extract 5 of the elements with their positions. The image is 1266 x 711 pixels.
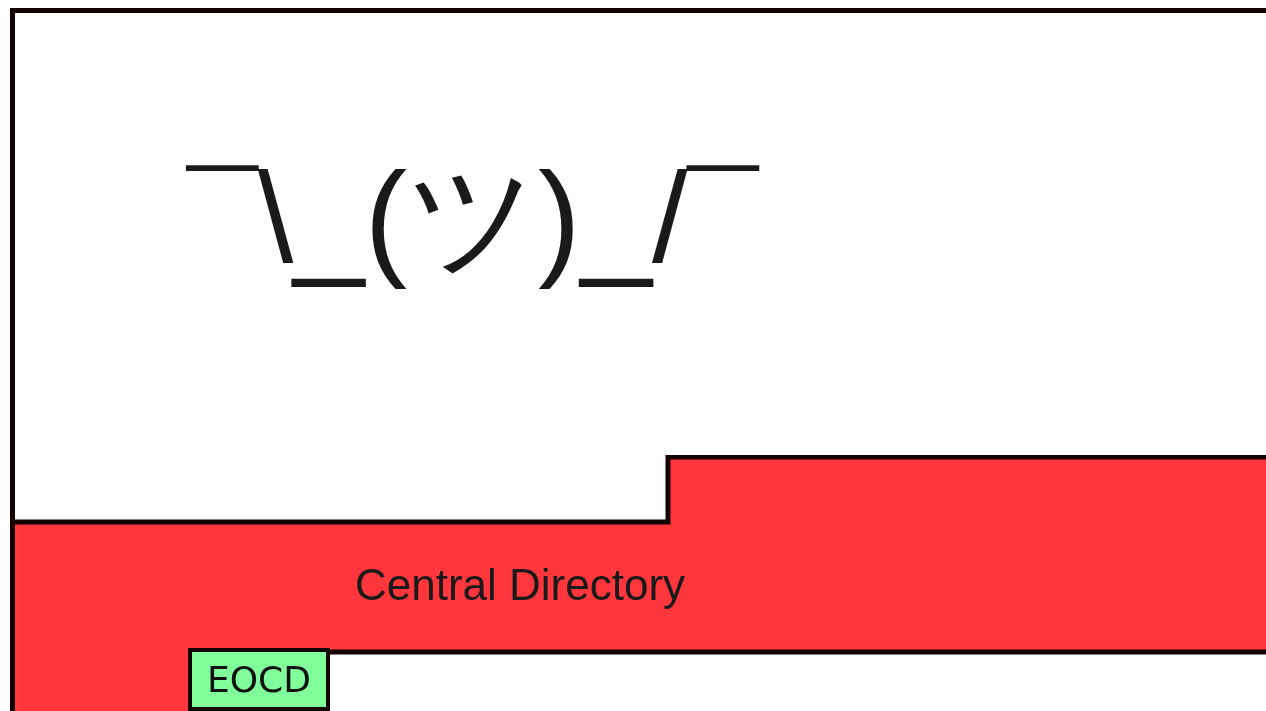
- file-box: [10, 8, 1266, 711]
- central-directory-band: [15, 455, 1266, 711]
- shrug-text: ¯\_(ツ)_/¯: [187, 145, 759, 291]
- band-label: Central Directory: [355, 559, 686, 611]
- eocd-box: EOCD: [188, 648, 330, 711]
